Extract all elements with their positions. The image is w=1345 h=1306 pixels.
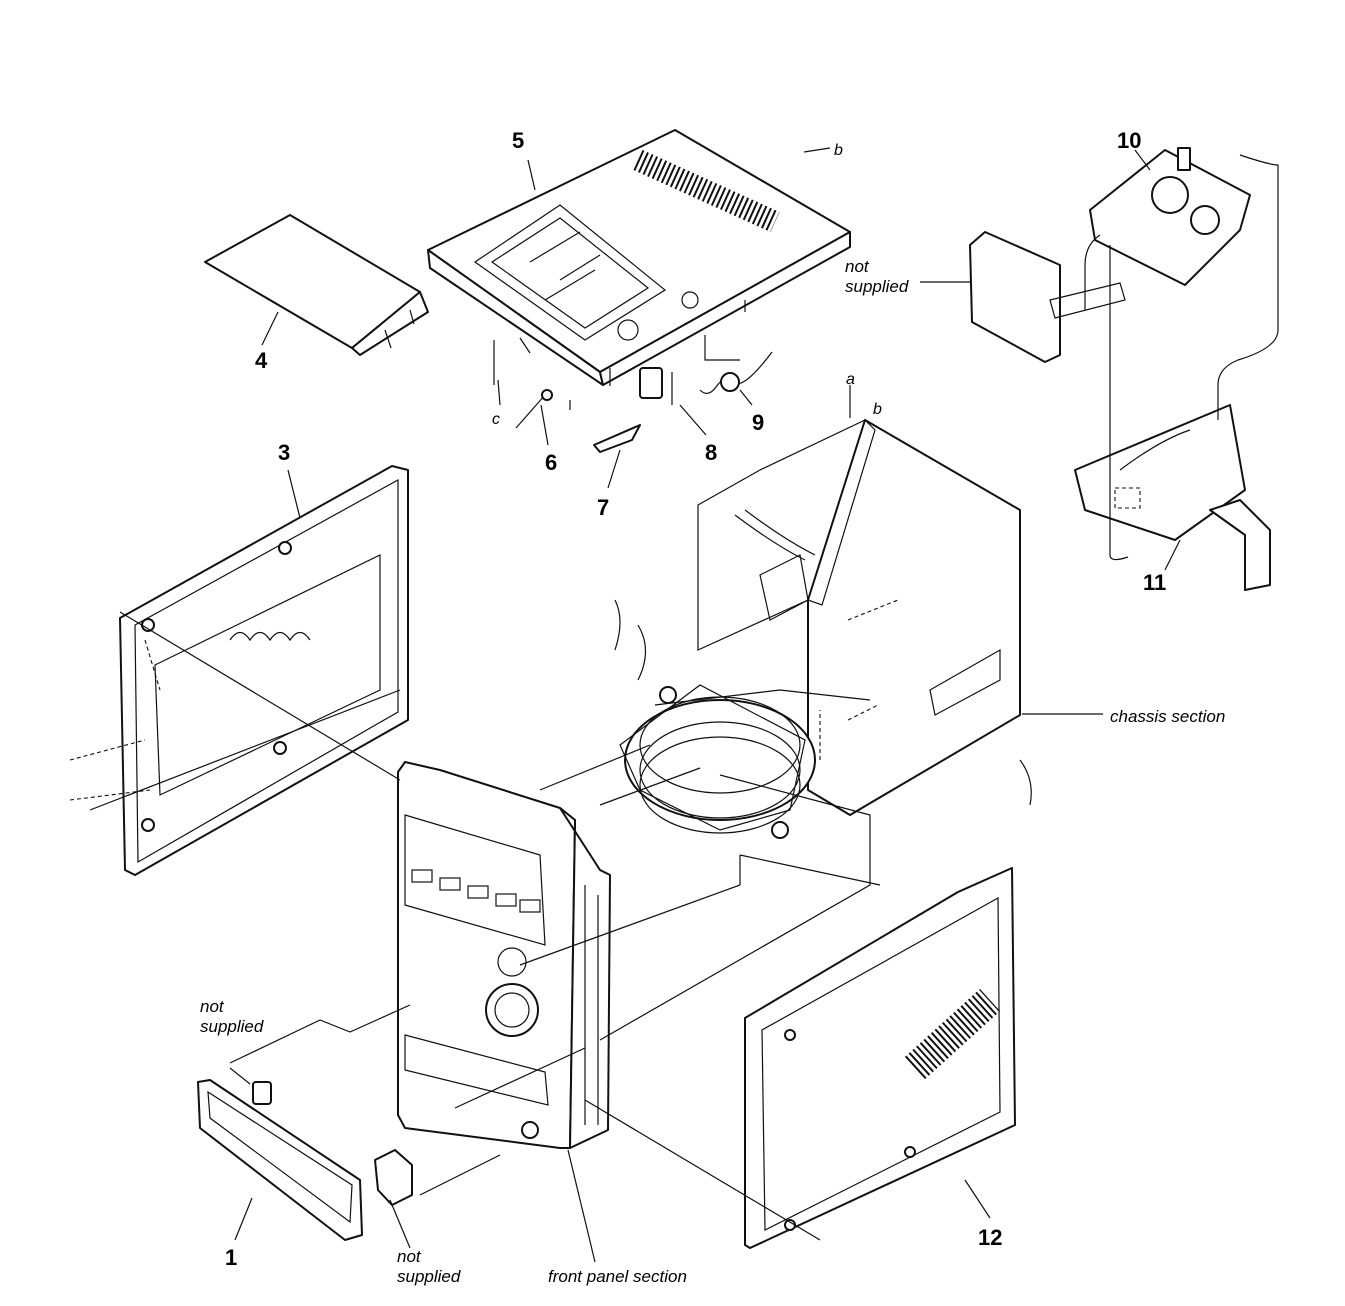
letter-a: a xyxy=(846,371,855,388)
callout-9: 9 xyxy=(752,410,764,435)
callout-11: 11 xyxy=(1143,570,1166,595)
part-10-mechanism xyxy=(1084,147,1251,310)
callout-3: 3 xyxy=(278,440,290,465)
label-front-panel-section: front panel section xyxy=(548,1267,687,1286)
callout-10: 10 xyxy=(1117,128,1141,153)
callout-1: 1 xyxy=(225,1245,237,1270)
callout-numbers: 1 3 4 5 6 7 8 9 10 11 12 xyxy=(225,128,1166,1270)
part-4-tray-lid xyxy=(204,214,429,356)
part-7-bracket xyxy=(593,424,641,453)
label-not-supplied-bottom-line2: supplied xyxy=(397,1267,461,1286)
callout-8: 8 xyxy=(705,440,717,465)
label-not-supplied-bottom-line1: not xyxy=(397,1247,422,1266)
label-not-supplied-top-line2: supplied xyxy=(845,277,909,296)
part-3-side-panel xyxy=(119,465,409,876)
part-6-spring xyxy=(515,389,553,429)
part-1-front-trim xyxy=(197,1079,363,1241)
letter-c: c xyxy=(492,411,500,428)
not-supplied-part-top-left xyxy=(252,1081,272,1105)
callout-leaders xyxy=(234,147,1181,1263)
callout-4: 4 xyxy=(255,348,268,373)
letter-b-mid: b xyxy=(873,401,882,418)
cd-tray-mechanism xyxy=(619,684,816,839)
label-not-supplied-left-line1: not xyxy=(200,997,225,1016)
part-8-latch xyxy=(639,367,673,405)
label-not-supplied-top-line1: not xyxy=(845,257,870,276)
chassis-section xyxy=(697,418,1021,816)
part-11-circuit-board xyxy=(1074,404,1271,591)
letter-b-top: b xyxy=(834,142,843,159)
not-supplied-board-top xyxy=(969,231,1126,363)
label-chassis-section: chassis section xyxy=(1110,707,1225,726)
vent-grille xyxy=(633,149,780,233)
label-not-supplied-left-line2: supplied xyxy=(200,1017,264,1036)
front-panel-section xyxy=(397,761,611,1149)
wire-harness-boundary xyxy=(1217,154,1279,420)
not-supplied-part-bottom xyxy=(374,1149,413,1206)
part-5-top-cover xyxy=(427,129,851,386)
part-9-spring xyxy=(699,351,773,394)
wire-harness xyxy=(1109,245,1129,561)
callout-5: 5 xyxy=(512,128,524,153)
callout-7: 7 xyxy=(597,495,609,520)
vent-grille-right xyxy=(904,988,1001,1080)
callout-12: 12 xyxy=(978,1225,1002,1250)
callout-6: 6 xyxy=(545,450,557,475)
text-labels: not supplied not supplied not supplied c… xyxy=(200,257,1225,1286)
reference-letters: b a b c xyxy=(492,142,882,428)
assembly-leader-lines xyxy=(69,335,1032,1241)
part-12-side-panel xyxy=(744,867,1016,1249)
